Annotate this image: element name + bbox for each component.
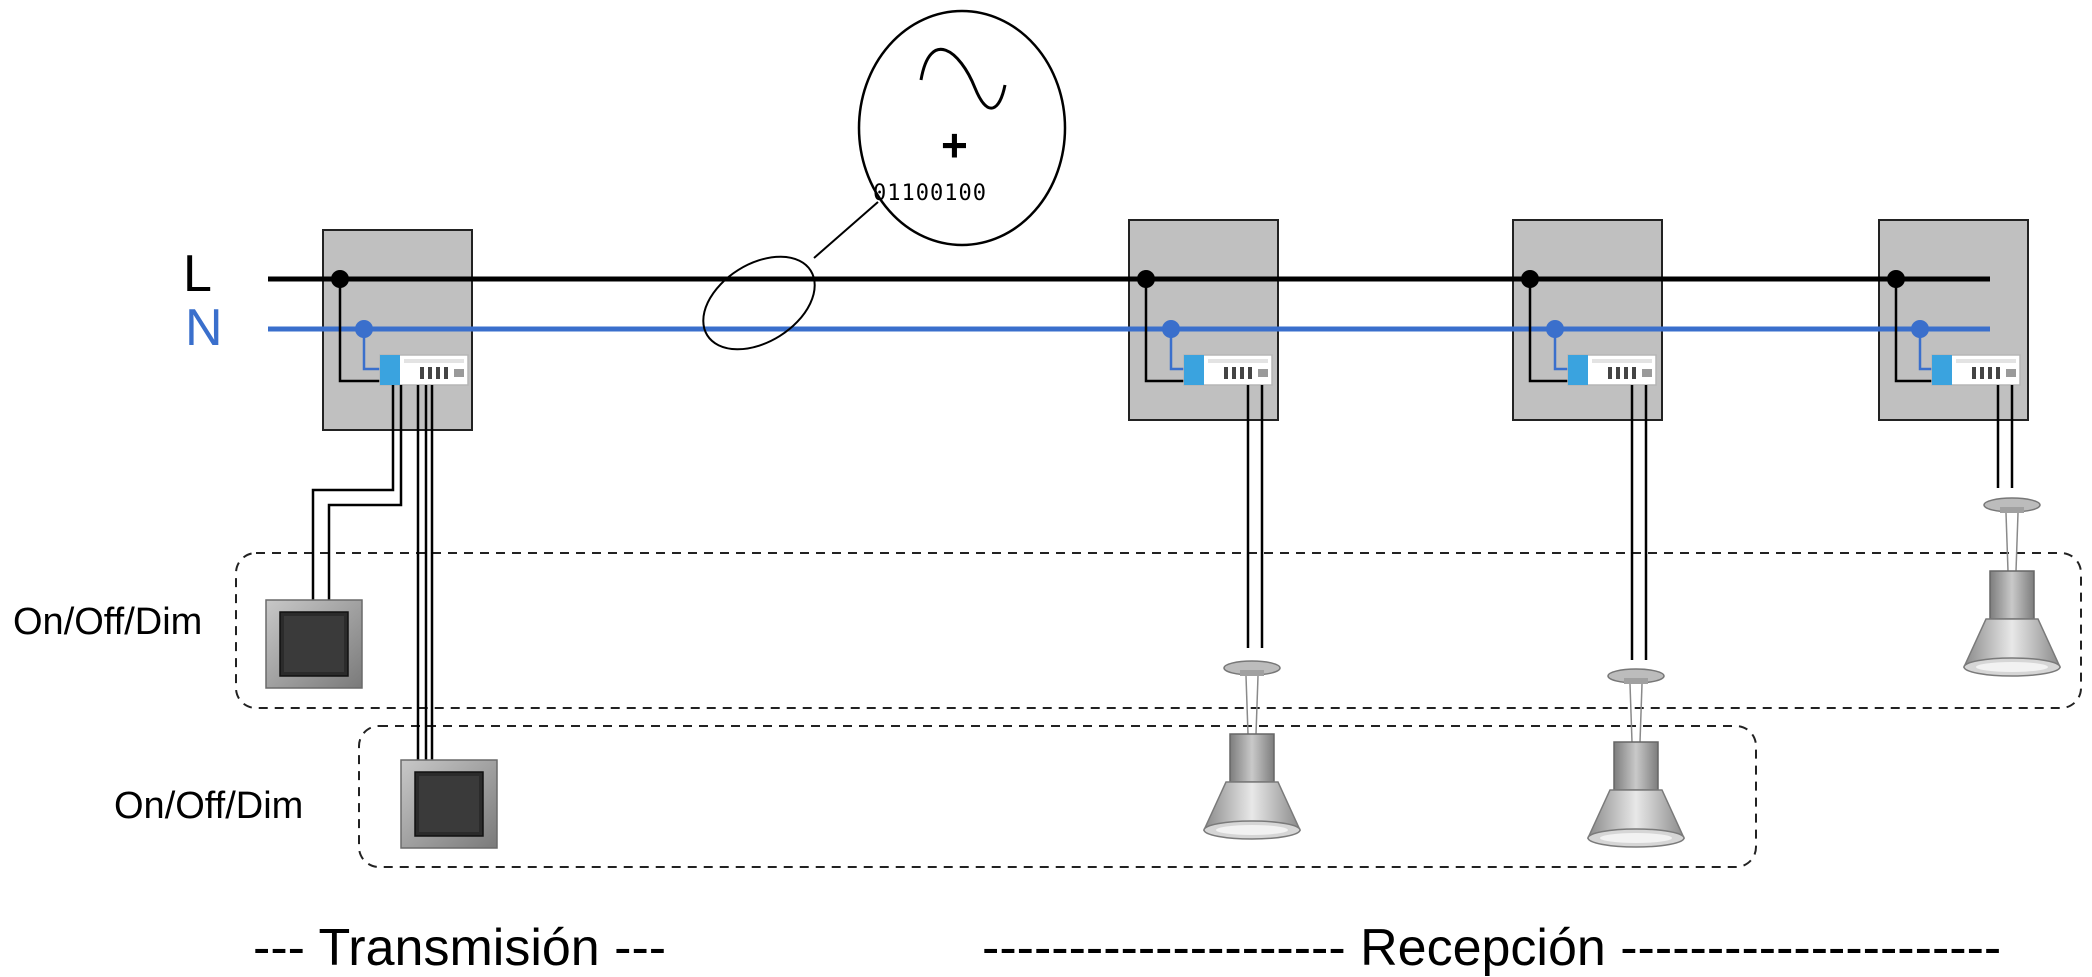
switch-1-label: On/Off/Dim — [13, 601, 203, 643]
phase-label: L — [183, 245, 212, 303]
sine-wave-icon — [919, 47, 1007, 110]
switch-1-cable — [311, 385, 403, 602]
plc-module-receiver-2 — [1567, 354, 1657, 386]
switch-2-cable — [416, 385, 434, 762]
pendant-lamp-icon — [1203, 660, 1301, 840]
phase-junctions — [331, 270, 1905, 288]
plc-module-receiver-3 — [1931, 354, 2021, 386]
signal-bits: 01100100 — [873, 181, 987, 206]
group-outline-2 — [358, 725, 1757, 868]
receiver-3-wiring — [1894, 279, 1934, 383]
wall-switch-icon — [400, 759, 498, 849]
junction-box-receiver-2 — [1512, 219, 1663, 421]
lamp-3-cable — [1996, 385, 2014, 488]
pendant-lamp-icon — [1963, 497, 2061, 677]
group-outline-1 — [235, 552, 2082, 709]
pendant-lamp-icon — [1587, 668, 1685, 848]
signal-callout — [702, 9, 1067, 351]
receiver-2-wiring — [1528, 279, 1570, 383]
lamp-1-cable — [1246, 385, 1264, 648]
plc-module-receiver-1 — [1183, 354, 1273, 386]
lamp-2-cable — [1630, 385, 1648, 660]
transmitter-wiring — [338, 279, 382, 383]
junction-box-receiver-1 — [1128, 219, 1279, 421]
plc-module-transmitter — [379, 354, 469, 386]
junction-box-receiver-3 — [1878, 219, 2029, 421]
reception-label: --------------------- Recepción --------… — [982, 919, 2002, 977]
signal-plus-sign: + — [941, 119, 968, 171]
wall-switch-icon — [265, 599, 363, 689]
transmission-label: --- Transmisión --- — [253, 919, 667, 977]
neutral-label: N — [185, 299, 223, 357]
switch-2-label: On/Off/Dim — [114, 785, 304, 827]
receiver-1-wiring — [1144, 279, 1186, 383]
neutral-junctions — [355, 320, 1929, 338]
